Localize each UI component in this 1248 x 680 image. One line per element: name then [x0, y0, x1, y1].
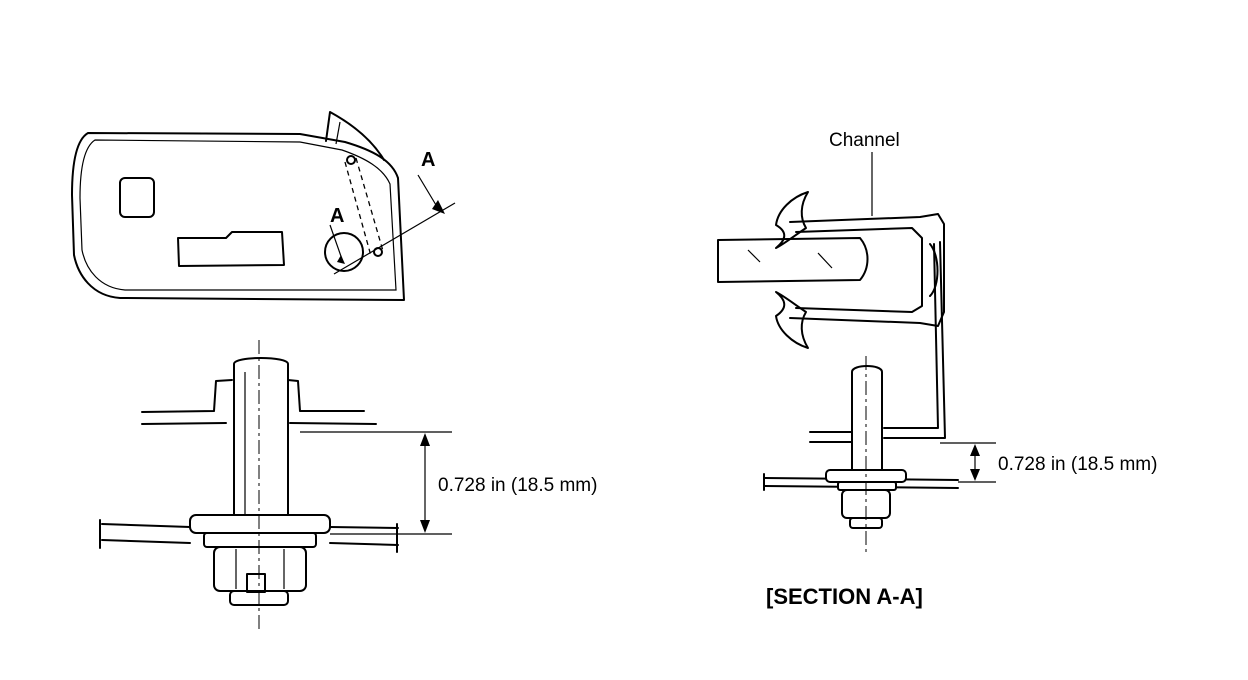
panel-top-view: [71, 111, 456, 301]
section-title: [SECTION A-A]: [766, 584, 923, 609]
section-dimension-label: 0.728 in (18.5 mm): [998, 454, 1157, 475]
section-mark-label: A: [421, 149, 435, 171]
left-dimension-label: 0.728 in (18.5 mm): [438, 475, 597, 496]
section-a-a-view: [717, 152, 996, 555]
section-arrow-icon: [432, 200, 445, 214]
stud-detail: [99, 340, 452, 630]
detail-mark-label: A: [330, 205, 344, 227]
channel-label: Channel: [829, 130, 900, 151]
